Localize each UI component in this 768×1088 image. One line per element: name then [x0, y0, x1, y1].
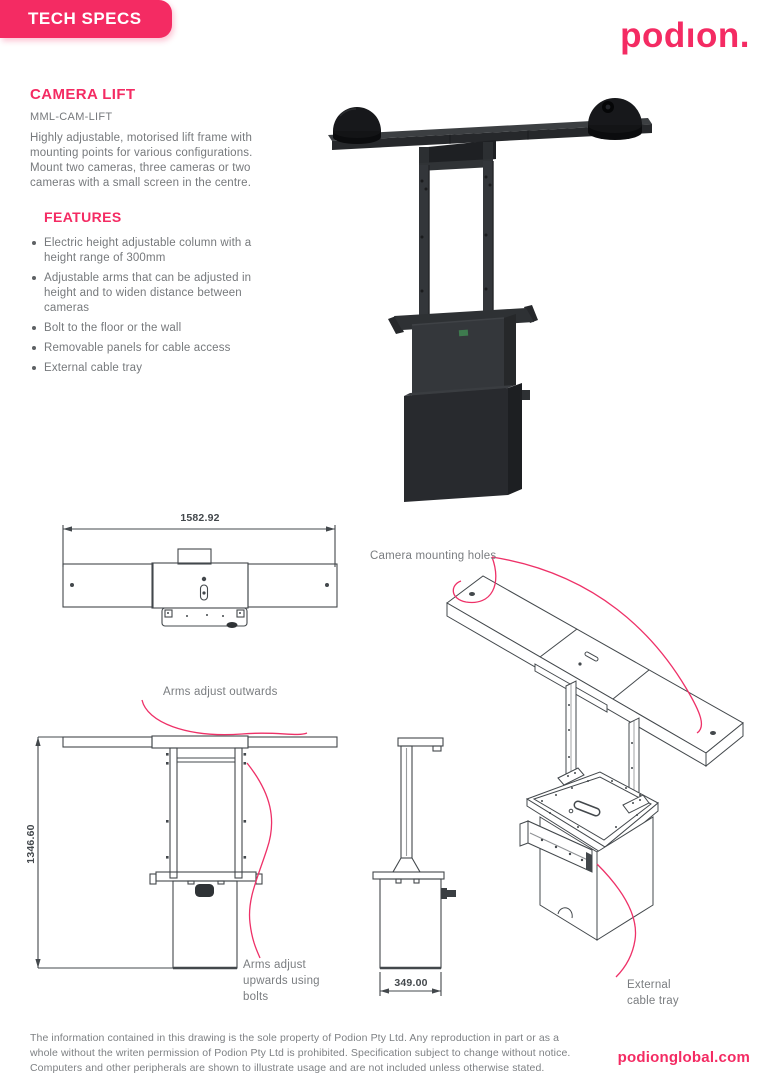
disclaimer-line: Computers and other peripherals are show…: [30, 1062, 545, 1074]
product-title: CAMERA LIFT: [30, 86, 136, 103]
product-description: Highly adjustable, motorised lift frame …: [30, 131, 310, 191]
description-line: Mount two cameras, three cameras or two: [30, 162, 251, 174]
bullet-icon: [32, 346, 36, 350]
feature-line: height and to widen distance between: [44, 287, 242, 299]
arms-adjust-upwards-label: Arms adjust upwards using bolts: [243, 959, 320, 1003]
features-list: Electric height adjustable column with a…: [30, 236, 298, 381]
feature-line: Electric height adjustable column with a: [44, 237, 252, 249]
disclaimer-line: The information contained in this drawin…: [30, 1032, 560, 1044]
camera-mounting-holes-label: Camera mounting holes: [370, 550, 497, 562]
feature-line: Bolt to the floor or the wall: [44, 322, 182, 334]
arms-adjust-outwards-label: Arms adjust outwards: [163, 686, 278, 698]
description-line: Highly adjustable, motorised lift frame …: [30, 132, 252, 144]
bullet-icon: [32, 276, 36, 280]
list-item: Electric height adjustable column with a…: [30, 236, 298, 266]
external-cable-tray-label: External cable tray: [627, 979, 679, 1007]
list-item: Bolt to the floor or the wall: [30, 321, 298, 336]
banner-label: TECH SPECS: [28, 9, 142, 28]
disclaimer-line: whole without the writen permission of P…: [30, 1047, 571, 1059]
side-depth-dimension: 349.00: [394, 977, 428, 989]
side-view-drawing: [372, 737, 456, 996]
top-view-drawing: [62, 525, 338, 628]
footer-disclaimer: The information contained in this drawin…: [30, 1031, 610, 1076]
podion-logo: podıon.: [620, 16, 750, 55]
description-line: mounting points for various configuratio…: [30, 147, 253, 159]
product-sku: MML-CAM-LIFT: [30, 111, 113, 123]
product-render-3d: [328, 98, 652, 502]
list-item: Removable panels for cable access: [30, 341, 298, 356]
feature-line: cameras: [44, 302, 90, 314]
list-item: Adjustable arms that can be adjusted in …: [30, 271, 298, 316]
feature-line: height range of 300mm: [44, 252, 166, 264]
isometric-drawing: [446, 575, 744, 941]
front-view-drawing: [35, 735, 338, 970]
list-item: External cable tray: [30, 361, 298, 376]
feature-line: Adjustable arms that can be adjusted in: [44, 272, 252, 284]
feature-line: External cable tray: [44, 362, 143, 374]
website-link[interactable]: podionglobal.com: [617, 1049, 750, 1066]
description-line: cameras with a small screen in the centr…: [30, 177, 252, 189]
bullet-icon: [32, 366, 36, 370]
features-heading: FEATURES: [44, 209, 122, 225]
bullet-icon: [32, 326, 36, 330]
front-height-dimension: 1346.60: [25, 824, 37, 864]
top-width-dimension: 1582.92: [180, 512, 220, 524]
bullet-icon: [32, 241, 36, 245]
feature-line: Removable panels for cable access: [44, 342, 231, 354]
tech-specs-banner: TECH SPECS: [0, 0, 172, 38]
